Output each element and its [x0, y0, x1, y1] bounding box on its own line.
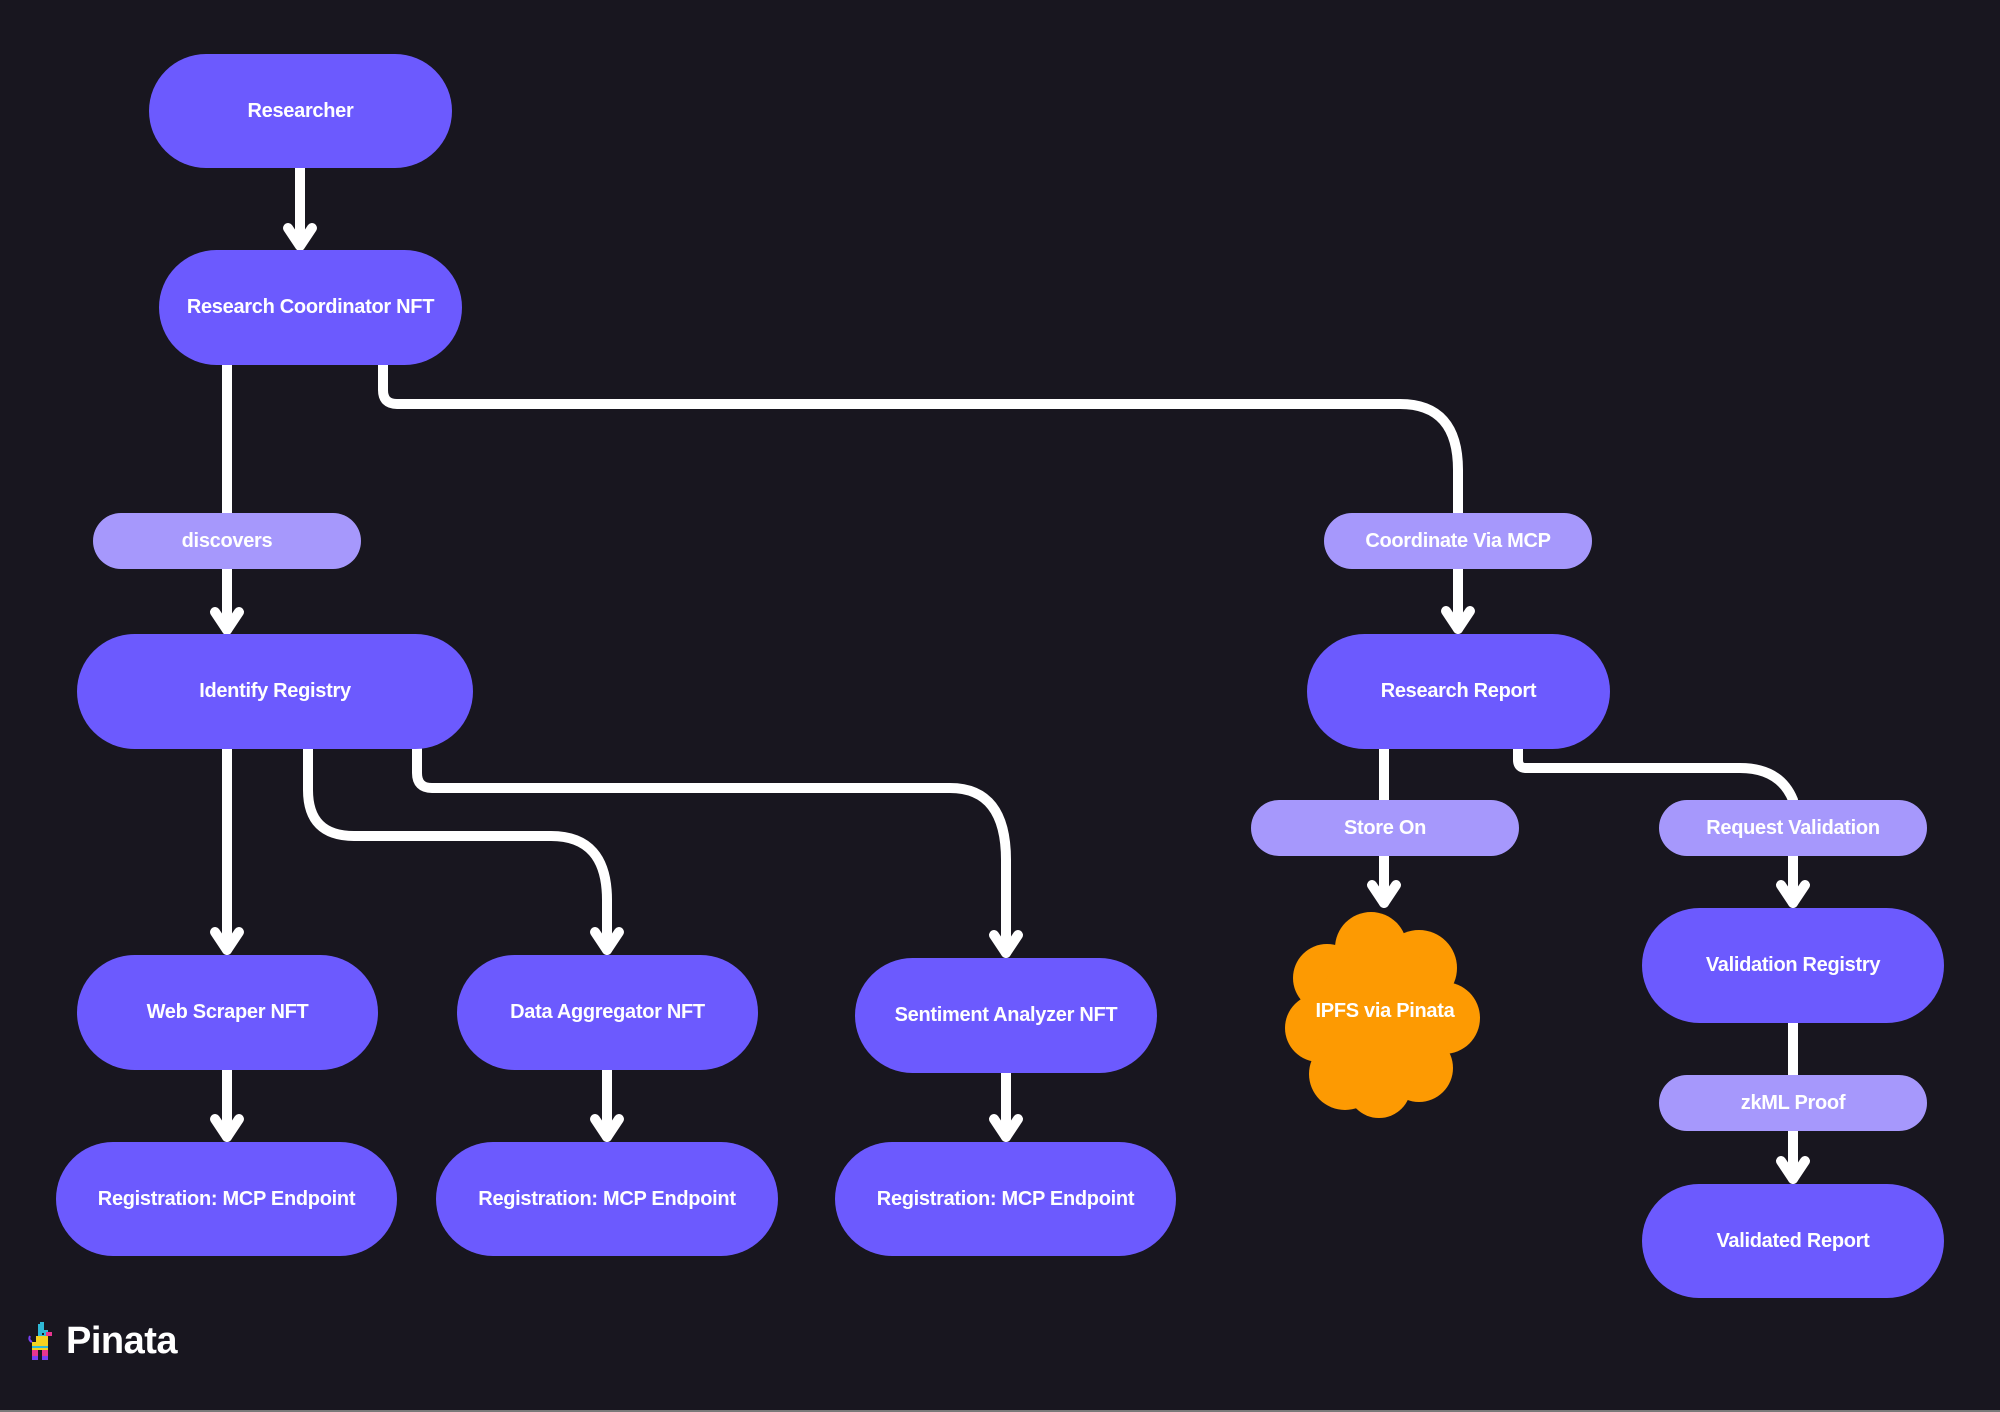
- node-sentiment-analyzer-nft[interactable]: Sentiment Analyzer NFT: [855, 958, 1157, 1073]
- node-registration-sentiment-analyzer-label: Registration: MCP Endpoint: [876, 1187, 1135, 1210]
- node-identify-registry[interactable]: Identify Registry: [77, 634, 473, 749]
- edge-label-request-validation: Request Validation: [1659, 800, 1927, 856]
- node-validation-registry-label: Validation Registry: [1705, 954, 1881, 976]
- arrowhead-ipfs: [1367, 880, 1401, 908]
- node-web-scraper-nft[interactable]: Web Scraper NFT: [77, 955, 378, 1070]
- node-web-scraper-nft-label: Web Scraper NFT: [146, 1001, 309, 1023]
- node-data-aggregator-nft[interactable]: Data Aggregator NFT: [457, 955, 758, 1070]
- logo-text: Pinata: [66, 1320, 178, 1362]
- arrowhead-research-report: [1441, 606, 1475, 634]
- node-validation-registry[interactable]: Validation Registry: [1642, 908, 1944, 1023]
- node-research-coordinator-nft-label: Research Coordinator NFT: [186, 296, 435, 318]
- arrowhead-coordinator: [283, 223, 317, 251]
- node-researcher-label: Researcher: [247, 99, 354, 122]
- edge-label-discovers-text: discovers: [181, 529, 273, 552]
- node-registration-web-scraper[interactable]: Registration: MCP Endpoint: [56, 1142, 397, 1256]
- node-registration-sentiment-analyzer[interactable]: Registration: MCP Endpoint: [835, 1142, 1176, 1256]
- arrowhead-validation-registry: [1776, 880, 1810, 908]
- node-sentiment-analyzer-nft-label: Sentiment Analyzer NFT: [894, 1004, 1118, 1026]
- node-validated-report-label: Validated Report: [1716, 1229, 1870, 1252]
- arrowhead-registration-3: [989, 1114, 1023, 1142]
- edge-identify-to-sentiment-analyzer: [412, 744, 1011, 958]
- edge-label-store-on-text: Store On: [1343, 816, 1427, 839]
- edge-identify-to-data-aggregator: [303, 744, 612, 955]
- pinata-logo: Pinata: [28, 1320, 178, 1363]
- node-registration-data-aggregator[interactable]: Registration: MCP Endpoint: [436, 1142, 778, 1256]
- node-research-report-label: Research Report: [1380, 680, 1537, 702]
- pinata-llama-icon: [28, 1321, 52, 1360]
- edge-label-zkml-proof: zkML Proof: [1659, 1075, 1927, 1131]
- node-registration-web-scraper-label: Registration: MCP Endpoint: [97, 1187, 356, 1210]
- node-data-aggregator-nft-label: Data Aggregator NFT: [510, 1001, 705, 1023]
- arrowhead-validated-report: [1776, 1156, 1810, 1184]
- edge-label-discovers: discovers: [93, 513, 361, 569]
- node-identify-registry-label: Identify Registry: [199, 680, 351, 702]
- edge-label-store-on: Store On: [1251, 800, 1519, 856]
- edge-label-coordinate-via-mcp-text: Coordinate Via MCP: [1365, 529, 1551, 552]
- node-research-coordinator-nft[interactable]: Research Coordinator NFT: [159, 250, 462, 365]
- node-ipfs-via-pinata-label: IPFS via Pinata: [1315, 1000, 1455, 1022]
- arrowhead-web-scraper: [210, 927, 244, 955]
- arrowhead-identify-registry: [210, 607, 244, 635]
- bottom-border: [0, 1410, 2000, 1412]
- arrowhead-registration-1: [210, 1114, 244, 1142]
- edge-coordinator-to-research-report: [378, 360, 1463, 634]
- node-registration-data-aggregator-label: Registration: MCP Endpoint: [478, 1187, 736, 1210]
- node-research-report[interactable]: Research Report: [1307, 634, 1610, 749]
- edge-report-to-validation-registry: [1513, 744, 1798, 908]
- node-researcher[interactable]: Researcher: [149, 54, 452, 168]
- edge-label-request-validation-text: Request Validation: [1706, 816, 1880, 839]
- arrowhead-data-aggregator: [590, 927, 624, 955]
- arrowhead-sentiment-analyzer: [989, 930, 1023, 958]
- node-validated-report[interactable]: Validated Report: [1642, 1184, 1944, 1298]
- arrowhead-registration-2: [590, 1114, 624, 1142]
- cloud-shape-icon: [1285, 912, 1480, 1118]
- edge-label-zkml-proof-text: zkML Proof: [1740, 1091, 1846, 1114]
- edge-label-coordinate-via-mcp: Coordinate Via MCP: [1324, 513, 1592, 569]
- node-ipfs-via-pinata[interactable]: IPFS via Pinata: [1279, 908, 1491, 1118]
